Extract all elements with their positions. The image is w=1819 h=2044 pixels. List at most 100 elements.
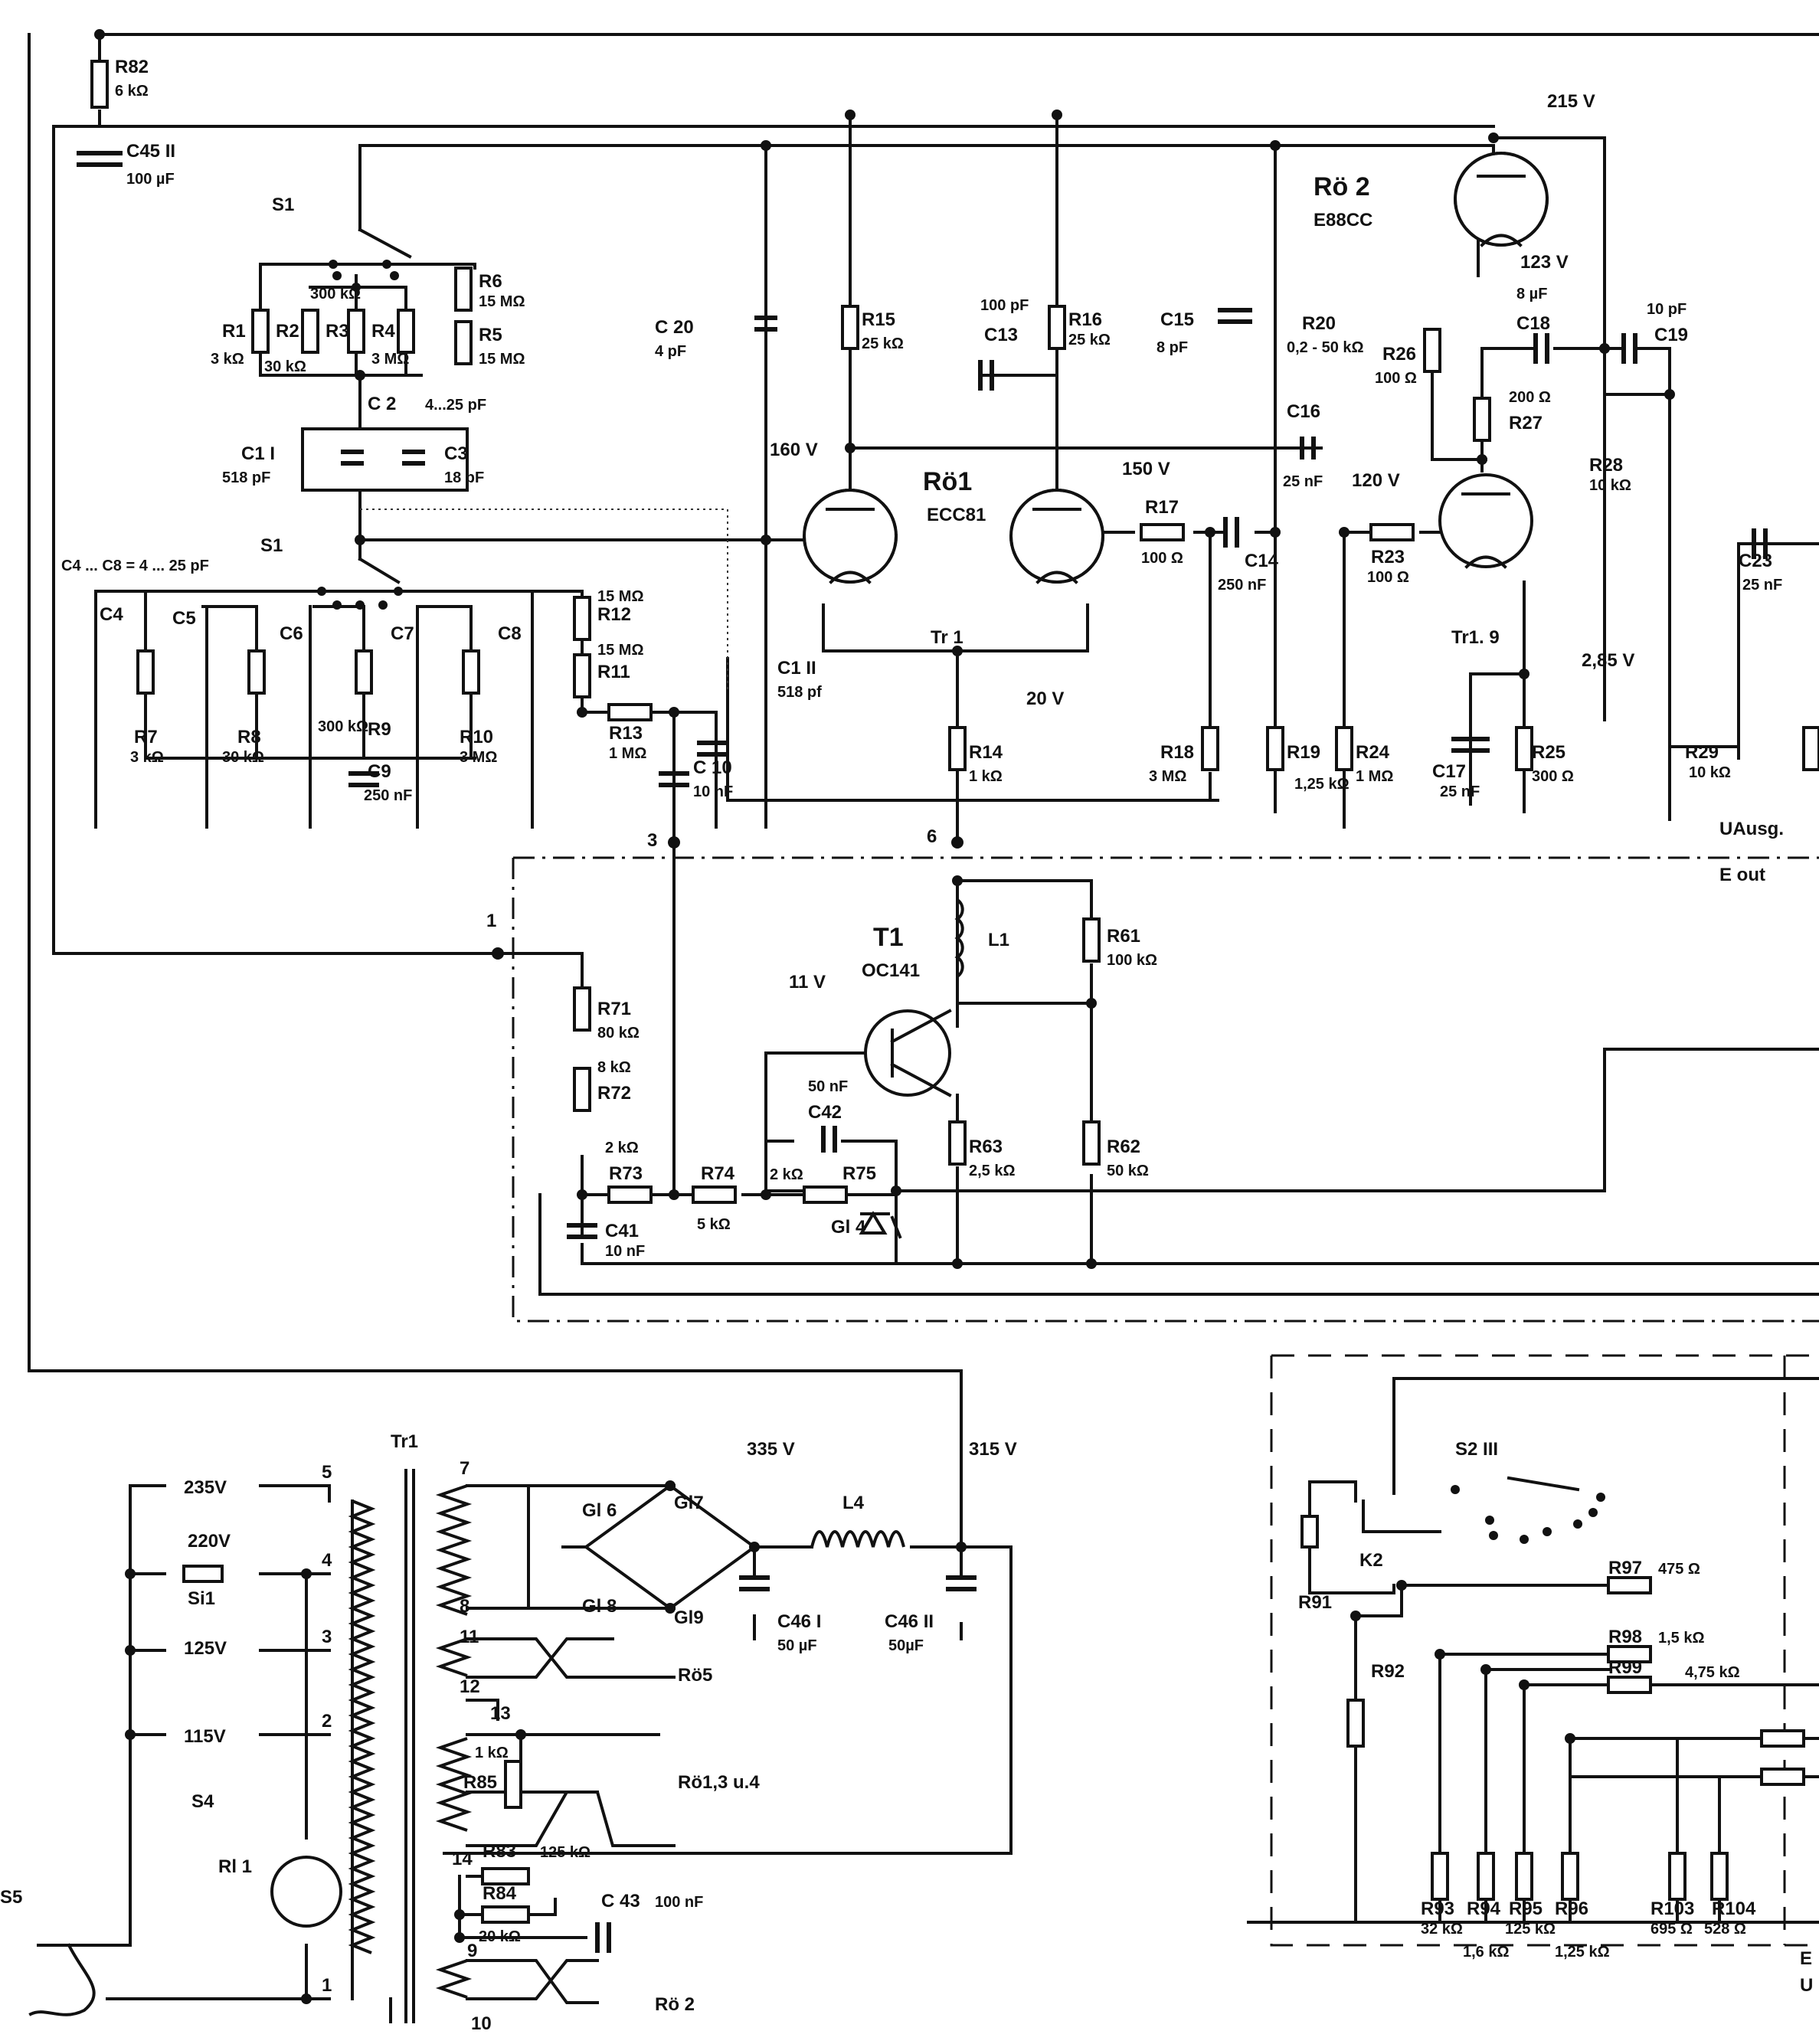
label-r29: R29: [1685, 742, 1719, 763]
label-s1b: S1: [260, 535, 283, 556]
label-r84: R84: [483, 1883, 517, 1904]
label-r29v: 10 kΩ: [1689, 764, 1731, 781]
label-ecc81: ECC81: [927, 505, 986, 525]
label-r85: R85: [463, 1772, 497, 1793]
label-c1ii: C1 II: [777, 658, 816, 679]
label-c3v: 18 pF: [444, 469, 484, 486]
label-r1: R1: [222, 321, 246, 342]
label-c15v: 8 pF: [1157, 339, 1188, 356]
label-s7: 7: [460, 1458, 469, 1479]
label-w3: 3: [322, 1627, 332, 1647]
label-r95: R95: [1509, 1898, 1543, 1919]
label-gl7: Gl7: [674, 1493, 704, 1513]
label-r85v: 1 kΩ: [475, 1745, 509, 1761]
label-l1: L1: [988, 930, 1009, 950]
label-r104v: 528 Ω: [1704, 1921, 1746, 1938]
label-c14v: 250 nF: [1218, 577, 1266, 594]
label-r99v: 4,75 kΩ: [1685, 1664, 1740, 1681]
label-gl4: Gl 4: [831, 1217, 866, 1238]
label-c17: C17: [1432, 761, 1466, 782]
label-w5: 5: [322, 1462, 332, 1483]
label-r5v: 15 MΩ: [479, 351, 525, 368]
label-r82v: 6 kΩ: [115, 83, 149, 100]
label-r7: R7: [134, 727, 158, 747]
label-c19v: 10 pF: [1647, 301, 1687, 318]
label-w4: 4: [322, 1550, 332, 1571]
label-r98v: 1,5 kΩ: [1658, 1630, 1705, 1647]
label-s14: 14: [452, 1849, 473, 1869]
label-s9: 9: [467, 1941, 477, 1961]
label-e88cc: E88CC: [1314, 210, 1372, 231]
transformer-windings: [348, 1484, 473, 1999]
junctions: [94, 29, 1675, 2004]
label-r5: R5: [479, 325, 502, 345]
label-r97: R97: [1608, 1558, 1642, 1578]
label-r18v: 3 MΩ: [1149, 768, 1186, 785]
label-r82: R82: [115, 57, 149, 77]
label-r7v: 3 kΩ: [130, 749, 164, 766]
label-c23v: 25 nF: [1742, 577, 1782, 594]
label-r84v: 20 kΩ: [479, 1928, 521, 1945]
label-c13v: 100 pF: [980, 297, 1029, 314]
label-s5: S5: [0, 1887, 22, 1908]
label-r73v: 2 kΩ: [605, 1140, 639, 1156]
label-r4: R4: [371, 321, 395, 342]
label-s4: S4: [191, 1791, 214, 1812]
label-v150: 150 V: [1122, 459, 1170, 479]
label-r75: R75: [842, 1163, 876, 1184]
label-ro1: Rö1: [923, 467, 972, 496]
tubes: [270, 152, 1549, 1928]
label-v215: 215 V: [1547, 91, 1595, 112]
label-r20v: 0,2 - 50 kΩ: [1287, 339, 1364, 356]
label-r17v: 100 Ω: [1141, 550, 1183, 567]
label-c4: C4: [100, 604, 123, 625]
label-r26: R26: [1382, 344, 1416, 365]
label-v11: 11 V: [789, 972, 826, 993]
label-s10: 10: [471, 2013, 492, 2034]
label-n1: 1: [486, 911, 496, 931]
label-t1: T1: [873, 923, 904, 952]
label-c18: C18: [1516, 313, 1550, 334]
label-r74: R74: [701, 1163, 735, 1184]
label-r18: R18: [1160, 742, 1194, 763]
label-v335: 335 V: [747, 1439, 795, 1460]
label-c23: C23: [1739, 551, 1772, 571]
label-r24v: 1 MΩ: [1356, 768, 1393, 785]
label-c16: C16: [1287, 401, 1320, 422]
label-r96: R96: [1555, 1898, 1588, 1919]
label-c20v: 4 pF: [655, 343, 686, 360]
label-r2: R2: [276, 321, 299, 342]
label-l4: L4: [842, 1493, 865, 1513]
label-c9v: 250 nF: [364, 787, 412, 804]
label-ro5: Rö5: [678, 1665, 712, 1686]
label-r99: R99: [1608, 1657, 1642, 1678]
label-v120: 120 V: [1352, 470, 1400, 491]
label-r14: R14: [969, 742, 1003, 763]
label-r62: R62: [1107, 1136, 1140, 1157]
label-r9: R9: [368, 719, 391, 740]
label-c15: C15: [1160, 309, 1194, 330]
label-c16v: 25 nF: [1283, 473, 1323, 490]
label-tr19: Tr1. 9: [1451, 627, 1500, 648]
label-r28: R28: [1589, 455, 1623, 476]
label-r24: R24: [1356, 742, 1390, 763]
label-r72v: 8 kΩ: [597, 1059, 631, 1076]
label-r83: R83: [483, 1841, 516, 1862]
label-r11: R11: [597, 662, 630, 682]
capacitors: [77, 151, 1768, 1953]
label-r27: R27: [1509, 413, 1543, 433]
label-r23: R23: [1371, 547, 1405, 567]
label-r28v: 10 kΩ: [1589, 477, 1631, 494]
label-gl6: Gl 6: [582, 1500, 617, 1521]
label-v123: 123 V: [1520, 252, 1569, 273]
label-c46i: C46 I: [777, 1611, 821, 1632]
label-r63v: 2,5 kΩ: [969, 1163, 1016, 1179]
label-v220: 220V: [188, 1531, 231, 1552]
label-v20: 20 V: [1026, 688, 1064, 709]
label-r4v: 3 MΩ: [371, 351, 409, 368]
label-c45v: 100 µF: [126, 171, 175, 188]
label-c4c8: C4 ... C8 = 4 ... 25 pF: [61, 558, 209, 574]
label-r15: R15: [862, 309, 895, 330]
